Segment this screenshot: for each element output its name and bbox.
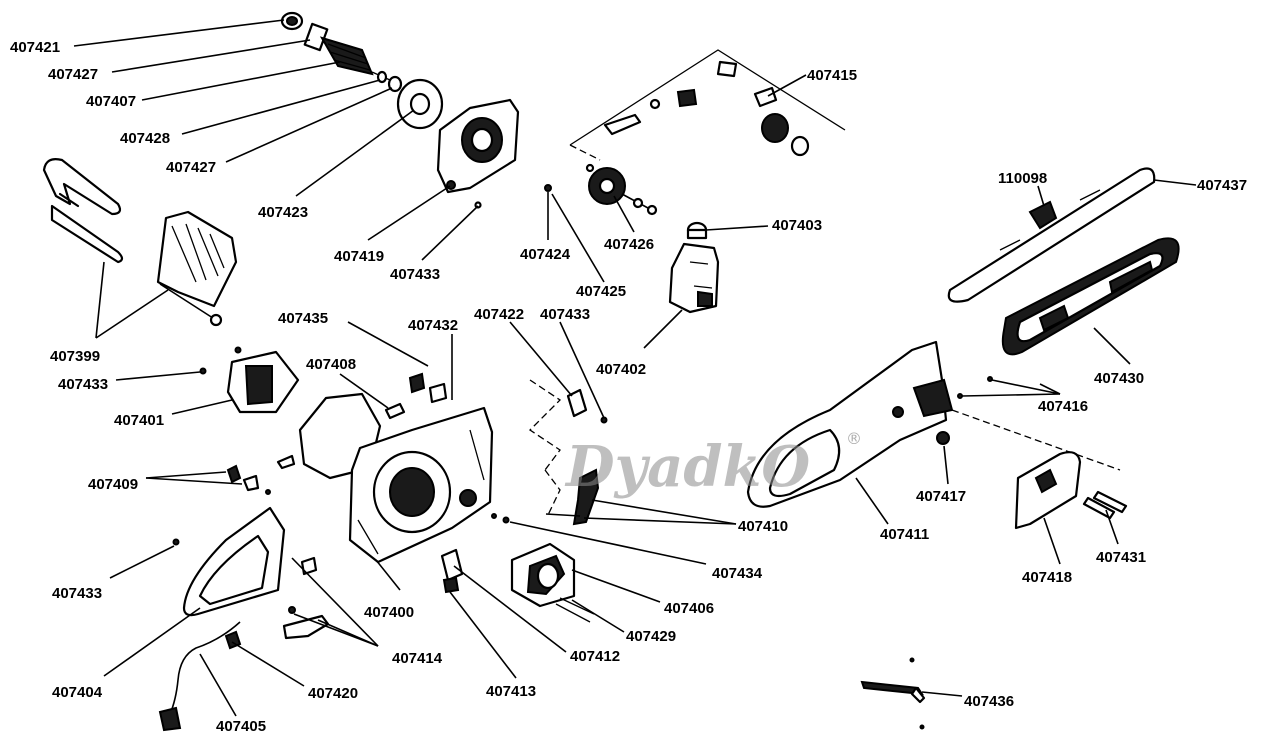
part-407404-handle-half <box>172 506 286 617</box>
part-label-407433-a: 407433 <box>390 266 440 283</box>
part-label-407425: 407425 <box>576 283 626 300</box>
part-label-407422: 407422 <box>474 306 524 323</box>
part-407423-plate <box>396 78 444 130</box>
part-label-407414: 407414 <box>392 650 443 667</box>
part-407399-plate <box>156 210 238 327</box>
part-407409-brushes <box>226 454 296 495</box>
part-407402-tank <box>668 242 720 314</box>
part-label-407400: 407400 <box>364 604 414 621</box>
dashed-guide-3 <box>951 409 1121 471</box>
part-label-407434: 407434 <box>712 565 763 582</box>
part-label-407416: 407416 <box>1038 398 1088 415</box>
part-label-407437: 407437 <box>1197 177 1247 194</box>
part-label-407415: 407415 <box>807 67 857 84</box>
dashed-guide-1 <box>528 379 562 471</box>
part-label-407426: 407426 <box>604 236 654 253</box>
part-407401-cover <box>199 346 300 414</box>
part-label-407433-b: 407433 <box>58 376 108 393</box>
part-label-407401: 407401 <box>114 412 164 429</box>
part-label-407413: 407413 <box>486 683 536 700</box>
part-label-407419: 407419 <box>334 248 384 265</box>
part-label-407411: 407411 <box>880 526 929 543</box>
part-407411-chain-cover <box>746 340 954 508</box>
part-label-407409: 407409 <box>88 476 138 493</box>
part-label-407420: 407420 <box>308 685 358 702</box>
part-label-407424: 407424 <box>520 246 571 263</box>
part-label-407403: 407403 <box>772 217 822 234</box>
part-label-407421: 407421 <box>10 39 60 56</box>
part-label-407432: 407432 <box>408 317 458 334</box>
part-label-407427-top: 407427 <box>48 66 98 83</box>
part-label-407427-bottom: 407427 <box>166 159 216 176</box>
part-label-407436: 407436 <box>964 693 1014 710</box>
part-407426-sprocket <box>585 163 658 216</box>
part-407421-cap <box>280 11 304 31</box>
leader-lines <box>73 19 1197 717</box>
part-407405-cord <box>158 621 242 732</box>
watermark-text: DyadkO <box>564 434 810 500</box>
part-label-407407: 407407 <box>86 93 136 110</box>
dashed-guide-2 <box>544 469 561 516</box>
part-label-407431: 407431 <box>1096 549 1146 566</box>
part-407417-nut <box>936 431 950 445</box>
part-407418-plate <box>1014 451 1082 530</box>
part-407415-assembly <box>569 49 846 161</box>
part-407422-clip <box>566 388 608 424</box>
part-label-407428: 407428 <box>120 130 170 147</box>
part-407408-small <box>384 372 448 420</box>
part-407406-field-coil <box>491 513 595 623</box>
part-label-407408: 407408 <box>306 356 356 373</box>
part-label-407433-c: 407433 <box>540 306 590 323</box>
part-label-110098: 110098 <box>998 170 1047 187</box>
part-407413-clamp <box>440 548 464 594</box>
part-407410-lever <box>545 468 600 526</box>
part-label-407435: 407435 <box>278 310 328 327</box>
part-407431-bolts <box>1082 490 1128 520</box>
part-label-407423: 407423 <box>258 204 308 221</box>
part-label-407412: 407412 <box>570 648 620 665</box>
part-407414-trigger <box>282 556 330 640</box>
part-407400-motor-housing <box>298 392 494 564</box>
part-407403-cap <box>686 221 708 240</box>
part-407430-chain <box>1001 237 1180 356</box>
part-label-407404: 407404 <box>52 684 103 701</box>
part-label-407418: 407418 <box>1022 569 1072 586</box>
part-label-407399: 407399 <box>50 348 100 365</box>
part-label-407417: 407417 <box>916 488 966 505</box>
part-armature <box>303 22 403 93</box>
part-label-407430: 407430 <box>1094 370 1144 387</box>
part-407436-wrench <box>860 657 926 730</box>
watermark-registered-mark: ® <box>846 429 862 448</box>
part-labels: 407421 407427 407407 407428 407427 40742… <box>10 39 1247 735</box>
part-label-407406: 407406 <box>664 600 714 617</box>
part-label-407433-d: 407433 <box>52 585 102 602</box>
watermark: DyadkO ® <box>564 429 862 500</box>
part-407399-handle <box>42 158 124 264</box>
part-label-407405: 407405 <box>216 718 266 735</box>
part-407419-housing <box>436 98 520 209</box>
part-label-407429: 407429 <box>626 628 676 645</box>
part-label-407410: 407410 <box>738 518 788 535</box>
part-407437-guide-bar <box>947 167 1156 303</box>
part-label-407402: 407402 <box>596 361 646 378</box>
part-407424-pin <box>544 184 552 192</box>
